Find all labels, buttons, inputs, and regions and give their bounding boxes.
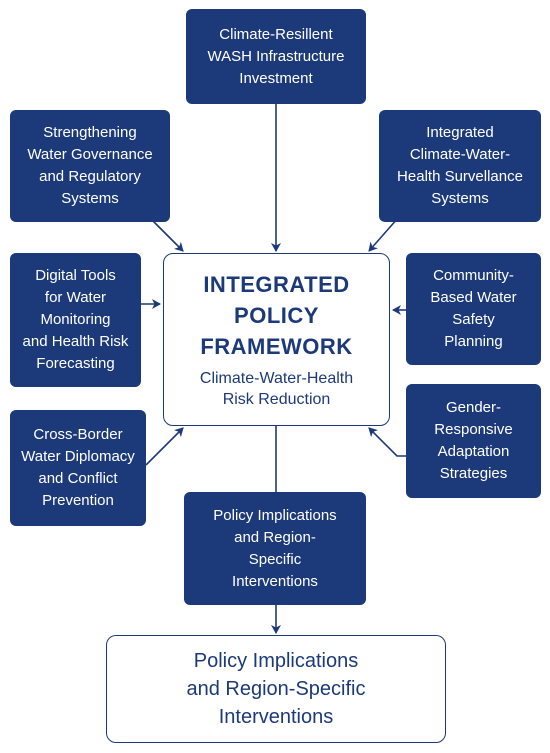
node-water-governance: Strengthening Water Governance and Regul… — [10, 110, 170, 222]
node-gender-responsive: Gender- Responsive Adaptation Strategies — [406, 384, 541, 498]
center-framework-title: INTEGRATED POLICY FRAMEWORK — [200, 272, 353, 359]
node-community-water-safety: Community- Based Water Safety Planning — [406, 253, 541, 365]
arrow-lower-right-to-center — [368, 427, 406, 457]
node-digital-tools: Digital Tools for Water Monitoring and H… — [10, 253, 141, 387]
node-gender-responsive-label: Gender- Responsive Adaptation Strategies — [434, 399, 513, 482]
node-surveillance-systems: Integrated Climate-Water- Health Survell… — [379, 110, 541, 222]
outcome-policy-implications-label: Policy Implications and Region-Specific … — [186, 650, 366, 728]
center-framework-subtitle: Climate-Water-Health Risk Reduction — [199, 370, 354, 408]
node-water-governance-label: Strengthening Water Governance and Regul… — [27, 124, 153, 207]
node-policy-implications-inner-label: Policy Implications and Region- Specific… — [213, 506, 337, 590]
arrow-upper-left-to-center — [149, 217, 184, 252]
node-surveillance-systems-label: Integrated Climate-Water- Health Survell… — [397, 124, 523, 207]
node-cross-border-diplomacy: Cross-Border Water Diplomacy and Conflic… — [10, 410, 146, 526]
arrow-lower-left-to-center — [145, 427, 184, 466]
node-wash-infrastructure: Climate-Resillent WASH Infrastructure In… — [186, 9, 366, 104]
node-digital-tools-label: Digital Tools for Water Monitoring and H… — [22, 267, 129, 372]
outcome-policy-implications-box: Policy Implications and Region-Specific … — [106, 635, 446, 743]
node-community-water-safety-label: Community- Based Water Safety Planning — [430, 267, 517, 350]
node-wash-infrastructure-label: Climate-Resillent WASH Infrastructure In… — [207, 25, 345, 87]
arrow-upper-right-to-center — [368, 217, 399, 252]
node-policy-implications-inner: Policy Implications and Region- Specific… — [184, 492, 366, 605]
node-cross-border-diplomacy-label: Cross-Border Water Diplomacy and Conflic… — [21, 426, 135, 509]
center-framework-box: INTEGRATED POLICY FRAMEWORK Climate-Wate… — [163, 253, 390, 426]
